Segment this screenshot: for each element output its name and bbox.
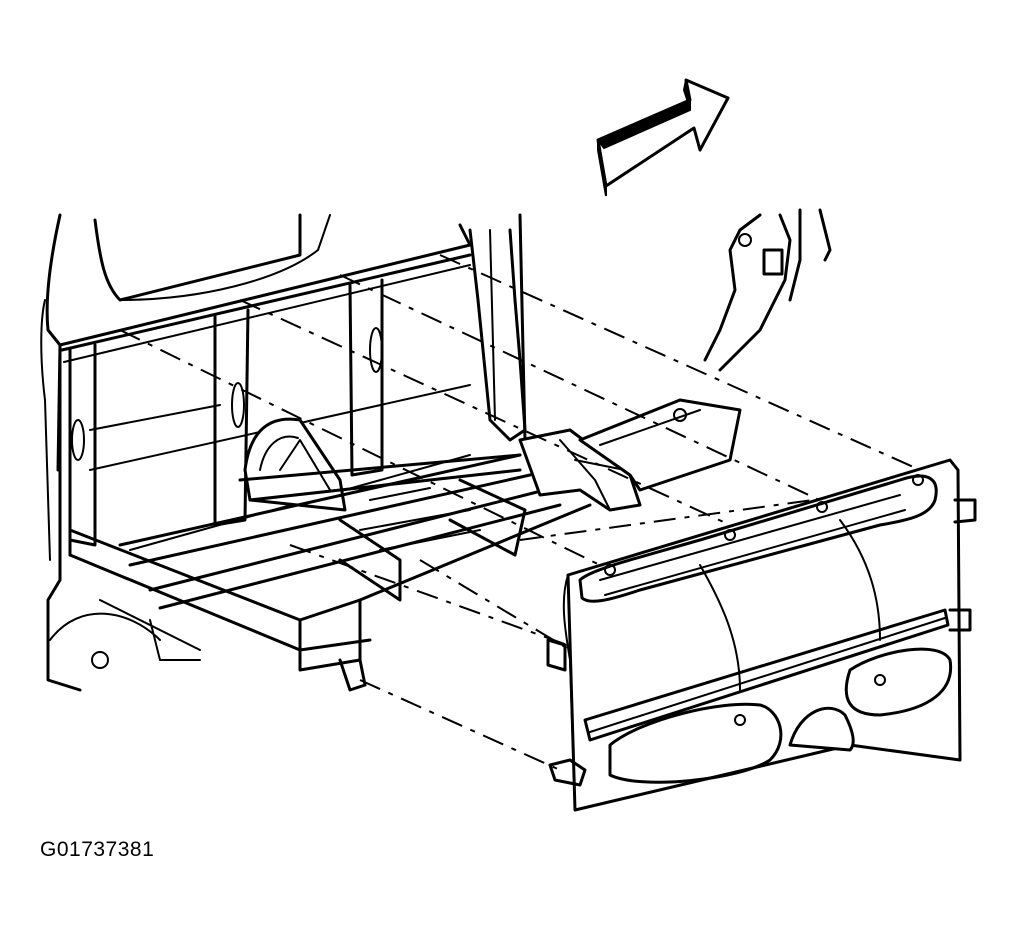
floor-crossbars bbox=[359, 477, 481, 551]
right-side-body bbox=[703, 208, 832, 372]
figure-id-label: G01737381 bbox=[40, 838, 155, 861]
rear-panel-assembly bbox=[546, 458, 977, 812]
cab-pillars bbox=[68, 213, 527, 547]
front-direction-arrow-icon bbox=[596, 78, 730, 197]
center-bracket bbox=[518, 398, 742, 512]
